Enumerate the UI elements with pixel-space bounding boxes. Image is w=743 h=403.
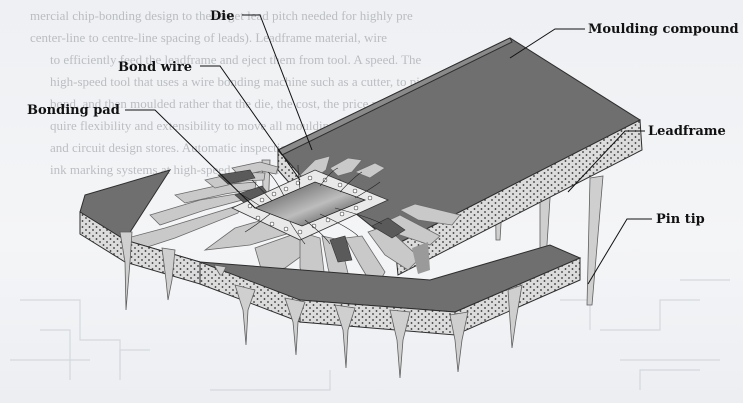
labels: Die Moulding compound Bond wire Bonding … xyxy=(27,9,739,285)
bg-line: mercial chip-bonding design to the targe… xyxy=(30,8,413,23)
label-die: Die xyxy=(210,9,234,24)
label-bond-wire: Bond wire xyxy=(118,60,192,75)
background-circuit xyxy=(10,279,730,391)
die xyxy=(253,181,367,227)
front-pins xyxy=(119,231,523,379)
label-moulding-compound: Moulding compound xyxy=(588,22,739,37)
bg-line: to efficiently feed the leadframe and ej… xyxy=(50,52,422,67)
label-leadframe: Leadframe xyxy=(648,124,726,139)
label-pin-tip: Pin tip xyxy=(656,212,705,227)
bg-line: bond, and then moulded rather that the d… xyxy=(50,96,415,111)
chip-assembly xyxy=(231,164,390,245)
bg-line: high-speed tool that uses a wire bonding… xyxy=(50,74,448,89)
label-bonding-pad: Bonding pad xyxy=(27,103,120,118)
bg-line: center-line to centre-line spacing of le… xyxy=(30,30,387,45)
